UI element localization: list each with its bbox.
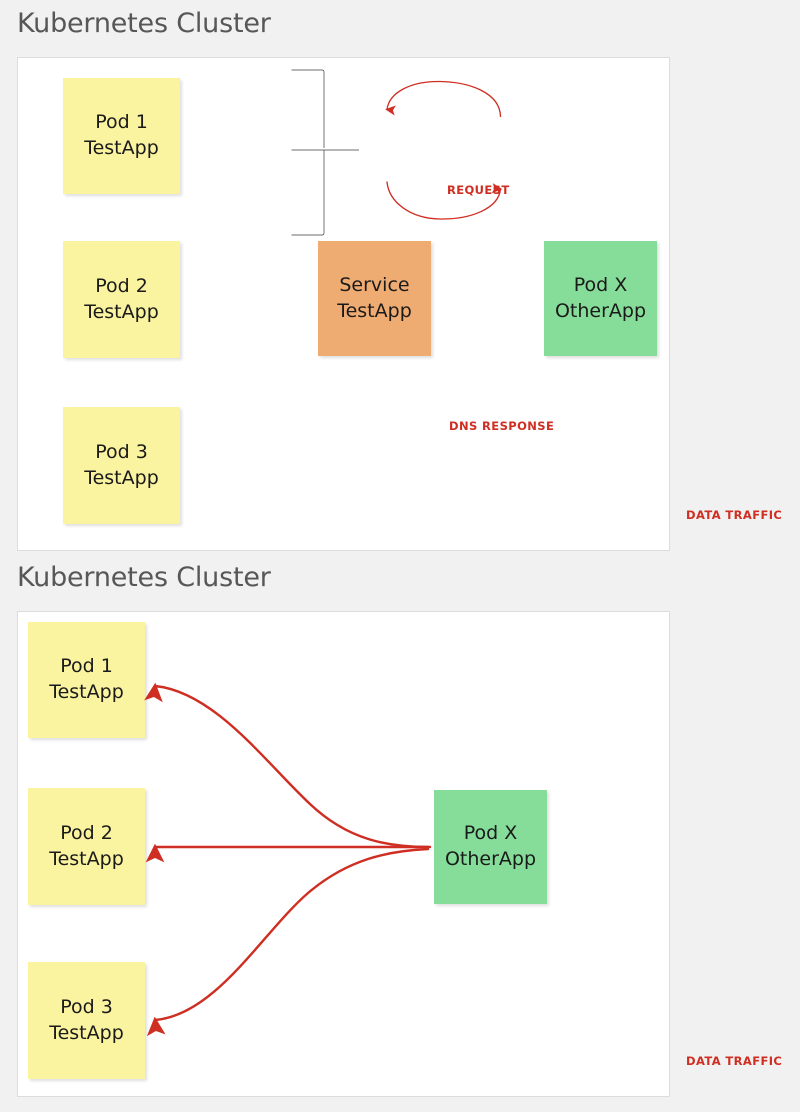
diagram-section-bottom: Kubernetes Cluster Pod 1 TestApp Pod 2 T… bbox=[0, 556, 800, 1112]
node-label-line2: TestApp bbox=[84, 300, 159, 323]
node-label-line1: Pod 1 bbox=[95, 111, 148, 134]
node-pod-x-bottom[interactable]: Pod X OtherApp bbox=[434, 790, 547, 904]
node-pod-1-bottom[interactable]: Pod 1 TestApp bbox=[28, 622, 145, 738]
node-label-line1: Service bbox=[339, 273, 410, 296]
legend-data-traffic-bottom: DATA TRAFFIC bbox=[686, 1054, 783, 1068]
diagram-section-top: Kubernetes Cluster Pod 1 TestApp Pod 2 T… bbox=[17, 8, 783, 551]
node-pod-x-top[interactable]: Pod X OtherApp bbox=[544, 241, 657, 356]
node-pod-2-bottom[interactable]: Pod 2 TestApp bbox=[28, 788, 145, 905]
node-label-line2: TestApp bbox=[84, 466, 159, 489]
node-label-line2: TestApp bbox=[337, 299, 412, 322]
node-label-line2: TestApp bbox=[49, 847, 124, 870]
node-label-line2: TestApp bbox=[84, 137, 159, 159]
node-label-line1: Pod 3 bbox=[60, 995, 113, 1018]
node-pod-1-top[interactable]: Pod 1 TestApp bbox=[63, 78, 180, 194]
node-label-line2: TestApp bbox=[49, 681, 124, 703]
node-label-line2: OtherApp bbox=[554, 299, 647, 322]
node-pod-2-top[interactable]: Pod 2 TestApp bbox=[63, 241, 180, 358]
node-label-line1: Pod 1 bbox=[60, 655, 113, 678]
node-label-line1: Pod X bbox=[463, 822, 518, 845]
page-title-bottom: Kubernetes Cluster bbox=[17, 562, 271, 593]
node-service-testapp[interactable]: Service TestApp bbox=[318, 241, 431, 356]
node-label-line1: Pod 2 bbox=[60, 821, 113, 844]
edge-label-dns-response: DNS RESPONSE bbox=[449, 419, 555, 433]
node-pod-3-bottom[interactable]: Pod 3 TestApp bbox=[28, 962, 145, 1079]
node-label-line1: Pod X bbox=[573, 273, 628, 296]
node-label-line2: TestApp bbox=[49, 1021, 124, 1044]
node-pod-3-top[interactable]: Pod 3 TestApp bbox=[63, 407, 180, 524]
edge-label-request: REQUEST bbox=[447, 183, 510, 197]
node-label-line2: OtherApp bbox=[444, 848, 537, 870]
node-label-line1: Pod 2 bbox=[95, 274, 148, 297]
node-label-line1: Pod 3 bbox=[95, 440, 148, 463]
legend-data-traffic-top: DATA TRAFFIC bbox=[686, 508, 783, 522]
page-title-top: Kubernetes Cluster bbox=[17, 8, 271, 39]
